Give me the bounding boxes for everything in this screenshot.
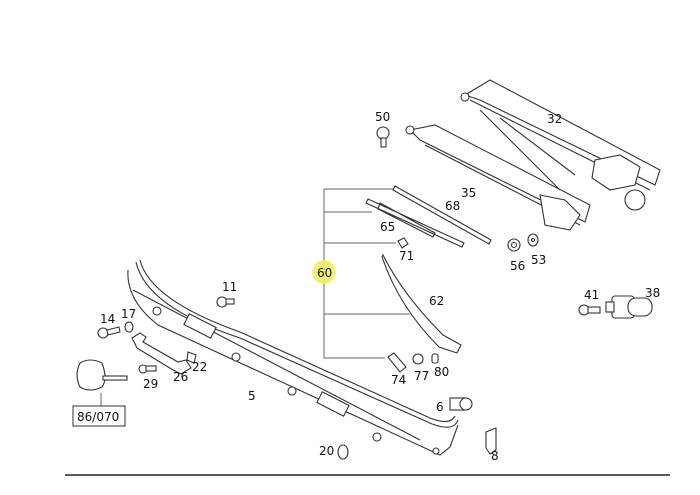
nut-77[interactable]: [412, 353, 424, 365]
callout-20[interactable]: 20: [319, 444, 334, 458]
callout-74[interactable]: 74: [391, 373, 406, 387]
washer-17[interactable]: [124, 321, 134, 333]
washer-jet-component[interactable]: [76, 359, 128, 406]
callout-22[interactable]: 22: [192, 360, 207, 374]
bolt-41[interactable]: [578, 304, 601, 316]
callout-26[interactable]: 26: [173, 370, 188, 384]
screw-14[interactable]: [97, 326, 121, 339]
callout-35[interactable]: 35: [461, 186, 476, 200]
wiper-arm-62[interactable]: [381, 253, 462, 354]
wiper-linkage[interactable]: [405, 79, 661, 231]
reference-box-label[interactable]: 86/070: [77, 410, 119, 424]
callout-53[interactable]: 53: [531, 253, 546, 267]
callout-labels: 32 50 35 68 65 71 60 56 53 62 41 38 11 1…: [100, 110, 660, 463]
cowl-panel-5[interactable]: [127, 259, 459, 456]
callout-41[interactable]: 41: [584, 288, 599, 302]
callout-65[interactable]: 65: [380, 220, 395, 234]
bracket-8[interactable]: [485, 427, 497, 455]
callout-68[interactable]: 68: [445, 199, 460, 213]
plate-22[interactable]: [186, 351, 197, 364]
callout-77[interactable]: 77: [414, 369, 429, 383]
cap-6[interactable]: [449, 397, 473, 411]
highlight-60: [312, 260, 336, 284]
callout-38[interactable]: 38: [645, 286, 660, 300]
clip-71[interactable]: [397, 237, 409, 249]
callout-32[interactable]: 32: [547, 112, 562, 126]
callout-5[interactable]: 5: [248, 389, 256, 403]
callout-56[interactable]: 56: [510, 259, 525, 273]
callout-62[interactable]: 62: [429, 294, 444, 308]
callout-50[interactable]: 50: [375, 110, 390, 124]
callout-60[interactable]: 60: [317, 266, 332, 280]
grommet-20[interactable]: [337, 444, 349, 460]
screw-11[interactable]: [216, 296, 235, 308]
callout-71[interactable]: 71: [399, 249, 414, 263]
wiper-motor-38[interactable]: [605, 295, 653, 319]
callout-14[interactable]: 14: [100, 312, 115, 326]
callout-17[interactable]: 17: [121, 307, 136, 321]
reference-box-86-070[interactable]: 86/070: [72, 405, 126, 427]
cap-74[interactable]: [387, 352, 407, 373]
handle-26[interactable]: [131, 332, 192, 375]
callout-11[interactable]: 11: [222, 280, 237, 294]
wiper-blade-65[interactable]: [365, 198, 465, 248]
callout-6[interactable]: 6: [436, 400, 444, 414]
callout-29[interactable]: 29: [143, 377, 158, 391]
callout-80[interactable]: 80: [434, 365, 449, 379]
clip-80[interactable]: [431, 353, 439, 364]
screw-29[interactable]: [138, 364, 157, 374]
wiper-blade-35[interactable]: [392, 185, 492, 245]
callout-8[interactable]: 8: [491, 449, 499, 463]
bolt-50[interactable]: [376, 126, 390, 148]
